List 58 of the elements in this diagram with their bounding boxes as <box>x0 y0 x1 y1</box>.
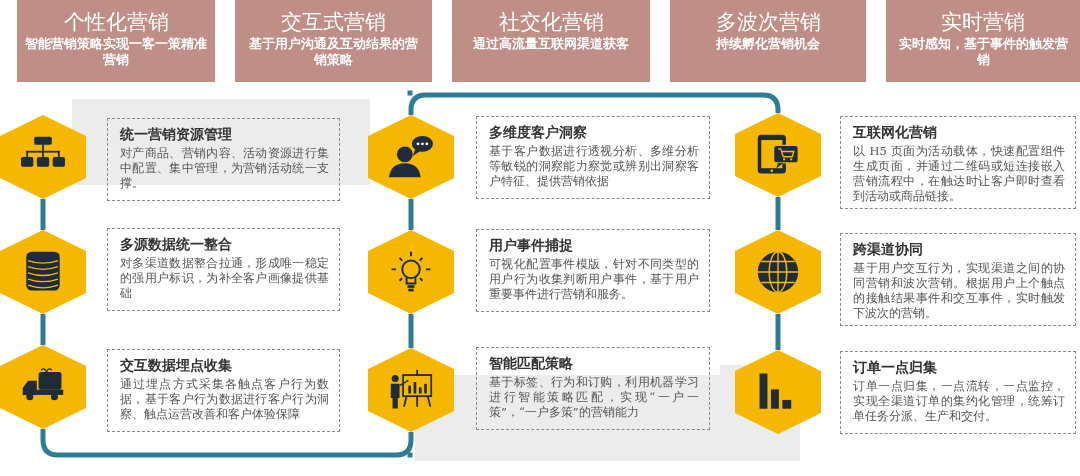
header-subtitle: 持续孵化营销机会 <box>715 36 821 52</box>
box-heading: 交互数据埋点收集 <box>120 356 233 375</box>
box-heading: 统一营销资源管理 <box>120 125 233 144</box>
header-title: 社交化营销 <box>497 9 605 36</box>
connector-line <box>408 314 414 348</box>
hexagon-node <box>735 350 821 434</box>
connector-line <box>775 197 781 230</box>
connector-line <box>408 199 414 230</box>
box-description: 对多渠道数据整合拉通，形成唯一稳定的强用户标识，为补全客户画像提供基础 <box>120 256 329 301</box>
connector-line <box>40 199 46 230</box>
box-heading: 用户事件捕捉 <box>489 236 574 255</box>
hexagon-node <box>0 230 86 314</box>
header-box <box>17 0 215 82</box>
header-subtitle: 实时感知，基于事件的触发营销 <box>897 36 1069 68</box>
header-subtitle: 智能营销策略实现一客一策精准营销 <box>25 36 207 68</box>
header-box <box>452 0 650 82</box>
text-box <box>476 116 710 199</box>
text-box <box>107 228 340 311</box>
header-title: 交互式营销 <box>280 9 387 36</box>
box-description: 基于标签、行为和订购，利用机器学习进行智能策略匹配，实现“一户一策”，“一户多策”的营销能力 <box>489 375 699 420</box>
connector-line <box>775 314 781 350</box>
header-box <box>670 0 866 82</box>
text-box <box>840 233 1076 326</box>
connector-line <box>408 92 781 115</box>
box-heading: 智能匹配策略 <box>489 354 574 373</box>
hexagon-node <box>0 115 86 199</box>
box-description: 以 H5 页面为活动载体，快速配置组件生成页面，并通过二维码或短连接嵌入营销流程中，在触达时让客户即时查看到活动或商品链接。 <box>853 144 1065 204</box>
hexagon-node <box>0 345 86 429</box>
header-subtitle: 基于用户沟通及互动结果的营销策略 <box>248 36 419 68</box>
box-heading: 订单一点归集 <box>853 358 938 377</box>
text-box <box>840 116 1076 209</box>
box-description: 可视化配置事件模版，针对不同类型的用户行为收集判断用户事件，基于用户重要事件进行营销和服务。 <box>489 257 699 302</box>
hexagon-node <box>368 230 454 314</box>
header-subtitle: 通过高流量互联网渠道获客 <box>472 36 630 52</box>
text-box <box>840 351 1076 434</box>
text-box <box>107 118 340 201</box>
box-description: 基于用户交互行为，实现渠道之间的协同营销和波次营销。根据用户上个触点的接触结果事件和交互事件，实时触发下波次的营销。 <box>853 261 1065 321</box>
box-heading: 多维度客户洞察 <box>489 123 588 142</box>
box-heading: 多源数据统一整合 <box>120 235 233 254</box>
box-description: 通过埋点方式采集各触点客户行为数据，基于客户行为数据进行客户行为洞察、触点运营改善和客户体验保障 <box>120 377 329 422</box>
hexagon-node <box>735 230 821 314</box>
header-title: 个性化营销 <box>62 9 170 36</box>
text-box <box>107 349 340 432</box>
connector-line <box>40 314 46 345</box>
hexagon-node <box>368 348 454 432</box>
hexagon-node <box>735 113 821 197</box>
text-box <box>476 347 710 430</box>
header-box <box>235 0 432 82</box>
header-box <box>886 0 1080 82</box>
box-heading: 跨渠道协同 <box>853 240 924 259</box>
box-description: 对产商品、营销内容、活动资源进行集中配置、集中管理，为营销活动统一支撑。 <box>120 146 329 191</box>
text-box <box>476 229 710 312</box>
hexagon-node <box>368 115 454 199</box>
box-description: 基于客户数据进行透视分析、多维分析等敏锐的洞察能力察觉或辨别出洞察客户特征、提供营销依据 <box>489 144 699 189</box>
box-heading: 互联网化营销 <box>853 123 938 142</box>
header-title: 多波次营销 <box>714 9 822 36</box>
header-title: 实时营销 <box>940 9 1026 36</box>
box-description: 订单一点归集，一点流转，一点监控，实现全渠道订单的集约化管理，统筹订单任务分派、生产和交付。 <box>853 379 1065 424</box>
